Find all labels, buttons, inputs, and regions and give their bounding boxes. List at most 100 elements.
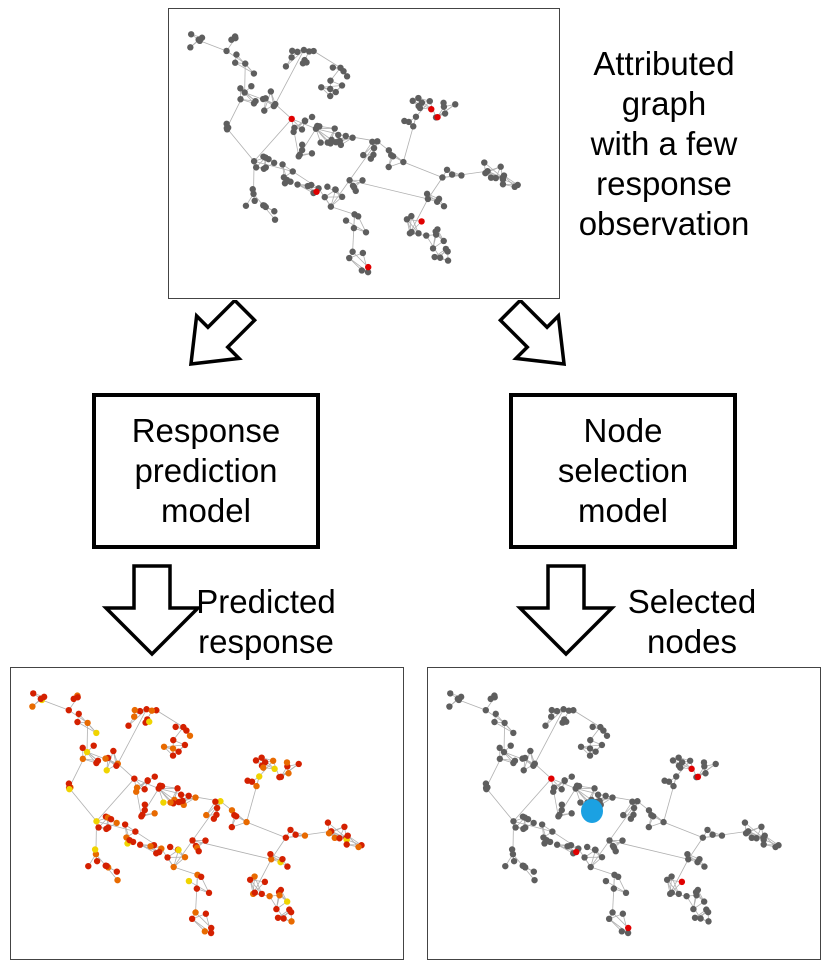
graph-node xyxy=(538,821,546,828)
graph-node xyxy=(426,97,433,105)
graph-node xyxy=(365,263,372,271)
graph-node xyxy=(189,837,196,844)
graph-node xyxy=(549,828,556,835)
graph-node xyxy=(195,847,202,855)
graph-node xyxy=(160,743,168,750)
graph-edge xyxy=(330,180,350,207)
graph-node xyxy=(704,826,711,834)
graph-edge xyxy=(117,709,147,764)
graph-edge xyxy=(315,128,332,141)
graph-node xyxy=(435,195,443,203)
graph-node xyxy=(223,126,231,133)
graph-node xyxy=(423,190,431,198)
graph-node xyxy=(718,832,726,839)
graph-node xyxy=(289,168,296,175)
graph-node xyxy=(457,693,465,701)
graph-node xyxy=(661,777,668,784)
graph-node xyxy=(694,773,702,781)
graph-node xyxy=(295,760,302,768)
graph-node xyxy=(344,832,351,839)
graph-node xyxy=(598,741,606,749)
graph-node xyxy=(83,748,91,756)
graph-node xyxy=(416,104,424,112)
graph-edge xyxy=(285,49,305,67)
graph-node xyxy=(103,862,110,870)
graph-node xyxy=(346,254,353,262)
graph-node xyxy=(256,773,263,780)
graph-node xyxy=(424,195,432,203)
graph-node xyxy=(507,742,514,749)
graph-node xyxy=(358,267,366,274)
graph-node xyxy=(327,85,334,93)
graph-node xyxy=(253,782,260,790)
graph-node xyxy=(508,846,516,853)
graph-node xyxy=(271,765,278,773)
graph-node xyxy=(252,757,260,764)
selected-node-marker xyxy=(581,799,603,823)
graph-node xyxy=(691,914,699,921)
graph-node xyxy=(177,791,185,798)
graph-node xyxy=(270,102,278,110)
graph-node xyxy=(273,905,280,913)
graph-node xyxy=(188,915,196,923)
graph-edge xyxy=(330,206,355,215)
graph-node xyxy=(79,755,87,763)
graph-node xyxy=(192,794,199,801)
graph-node xyxy=(232,34,239,42)
graph-node xyxy=(294,181,301,188)
graph-node xyxy=(592,846,599,854)
graph-node xyxy=(75,710,82,718)
graph-node xyxy=(143,706,150,713)
graph-node xyxy=(261,202,268,209)
graph-node xyxy=(29,703,36,710)
graph-node xyxy=(496,755,504,763)
graph-node xyxy=(329,64,337,71)
graph-node xyxy=(543,836,550,844)
graph-edge xyxy=(274,49,305,105)
graph-node xyxy=(207,929,215,937)
graph-node xyxy=(252,97,259,105)
graph-node xyxy=(243,818,250,826)
graph-node xyxy=(675,754,682,761)
graph-node xyxy=(251,889,258,896)
graph-node xyxy=(369,138,376,145)
graph-node xyxy=(126,836,133,844)
graph-node xyxy=(336,137,343,145)
graph-node xyxy=(619,910,627,917)
graph-node xyxy=(374,138,381,145)
graph-node xyxy=(594,791,602,798)
graph-node xyxy=(388,151,395,159)
graph-node xyxy=(147,843,154,850)
graph-edge xyxy=(96,820,136,832)
graph-node xyxy=(443,166,451,174)
graph-node xyxy=(332,88,339,96)
graph-node xyxy=(699,834,707,841)
graph-node xyxy=(291,124,298,132)
graph-node xyxy=(186,732,194,739)
graph-node xyxy=(742,830,750,837)
graph-node xyxy=(85,862,92,870)
graph-node xyxy=(432,231,440,238)
graph-node xyxy=(258,890,265,898)
graph-node xyxy=(448,171,456,178)
graph-node xyxy=(510,729,517,737)
predicted-line-2: response xyxy=(198,623,334,660)
graph-node xyxy=(625,924,632,932)
graph-node xyxy=(146,718,153,725)
graph-edge xyxy=(252,859,272,895)
graph-node xyxy=(265,155,272,163)
attributed-graph-panel xyxy=(168,8,560,299)
selected-line-2: nodes xyxy=(647,623,737,660)
graph-node xyxy=(277,773,285,781)
graph-edge xyxy=(663,821,703,839)
arrow-down-left xyxy=(188,300,258,367)
graph-node xyxy=(434,113,441,121)
graph-node xyxy=(331,834,338,842)
graph-node xyxy=(701,863,708,870)
graph-node xyxy=(693,892,700,899)
graph-node xyxy=(482,169,489,177)
graph-node xyxy=(630,804,638,812)
graph-node xyxy=(660,818,667,826)
graph-node xyxy=(261,878,269,886)
graph-node xyxy=(279,855,286,863)
